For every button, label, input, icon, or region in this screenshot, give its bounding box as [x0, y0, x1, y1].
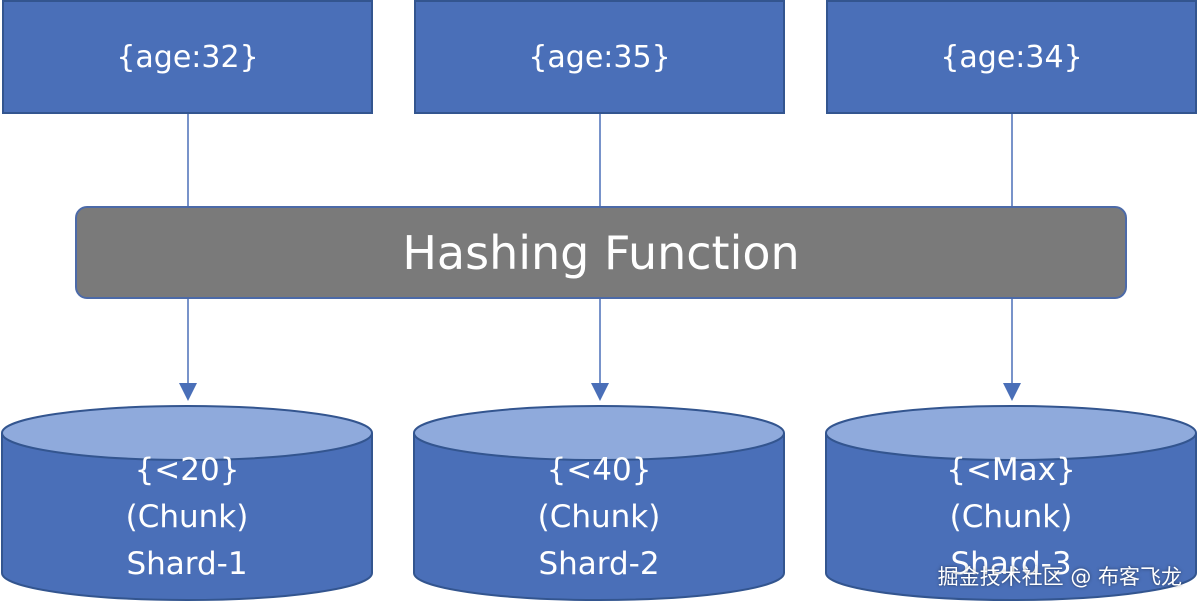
- shard-name: Shard-3: [950, 546, 1072, 582]
- shard-name: Shard-2: [538, 546, 660, 582]
- database-cylinder-icon: [825, 405, 1197, 601]
- shard-cylinder-1: {<20} (Chunk) Shard-1: [1, 405, 373, 601]
- database-cylinder-icon: [1, 405, 373, 601]
- watermark-text: 掘金技术社区 @ 布客飞龙: [937, 565, 1182, 589]
- document-box-3: {age:34}: [826, 0, 1197, 114]
- shard-range: {<40}: [546, 452, 652, 488]
- shard-chunk: (Chunk): [537, 499, 661, 535]
- document-box-1: {age:32}: [2, 0, 373, 114]
- shard-cylinder-3: {<Max} (Chunk) Shard-3: [825, 405, 1197, 601]
- shard-cylinder-2: {<40} (Chunk) Shard-2: [413, 405, 785, 601]
- document-box-2: {age:35}: [414, 0, 785, 114]
- shard-name: Shard-1: [126, 546, 248, 582]
- document-label: {age:32}: [116, 39, 259, 75]
- shard-chunk: (Chunk): [125, 499, 249, 535]
- document-label: {age:35}: [528, 39, 671, 75]
- shard-range: {<Max}: [946, 452, 1076, 488]
- shard-chunk: (Chunk): [949, 499, 1073, 535]
- document-label: {age:34}: [940, 39, 1083, 75]
- hashing-function-label: Hashing Function: [402, 225, 800, 280]
- shard-range: {<20}: [134, 452, 240, 488]
- database-cylinder-icon: [413, 405, 785, 601]
- hashing-function-box: Hashing Function: [75, 206, 1127, 299]
